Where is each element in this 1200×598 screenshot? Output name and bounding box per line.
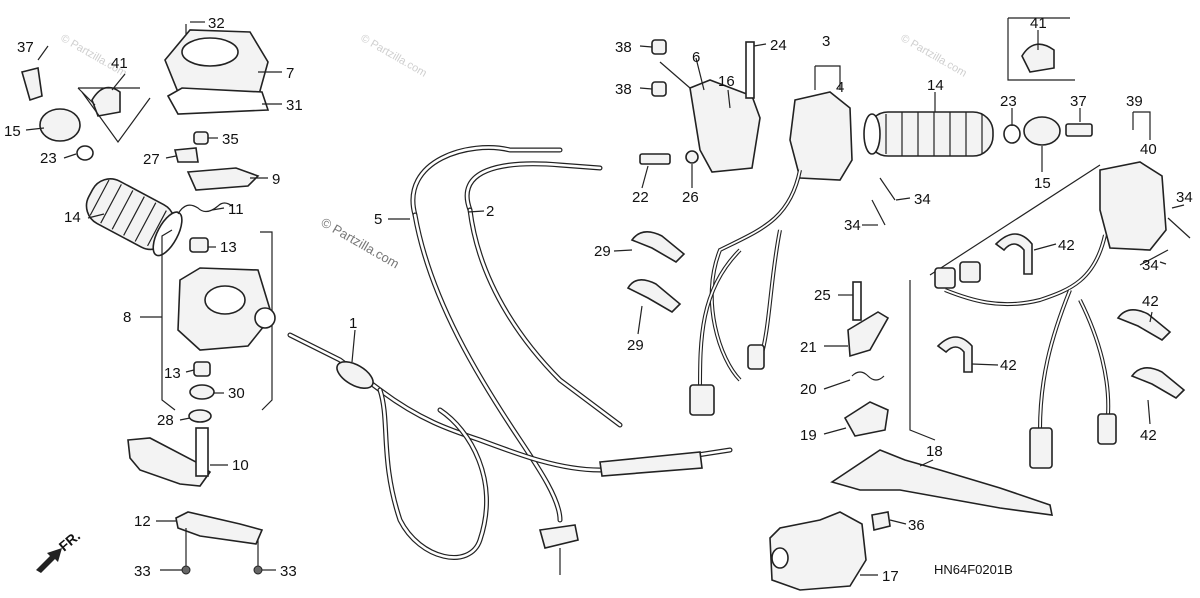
callout-30: 30	[228, 385, 245, 402]
callout-31: 31	[286, 97, 303, 114]
watermark-faint: © Partzilla.com	[359, 32, 429, 79]
switch-assembly-box	[909, 161, 1191, 469]
throttle-lever	[127, 437, 212, 487]
callout-18: 18	[926, 443, 943, 460]
callout-32: 32	[208, 15, 225, 32]
callout-13b: 13	[164, 365, 181, 382]
callout-20: 20	[800, 381, 817, 398]
callout-28: 28	[157, 412, 174, 429]
callout-36: 36	[908, 517, 925, 534]
callout-42d: 42	[1140, 427, 1157, 444]
callout-42c: 42	[1000, 357, 1017, 374]
callout-11: 11	[228, 201, 244, 218]
callout-37: 37	[17, 39, 34, 56]
callout-9: 9	[272, 171, 280, 188]
lever-boot	[769, 511, 867, 591]
callout-42a: 42	[1058, 237, 1075, 254]
callout-25: 25	[814, 287, 831, 304]
callout-13a: 13	[220, 239, 237, 256]
left-grip	[85, 178, 183, 257]
mount-bracket	[175, 511, 264, 545]
callout-5: 5	[374, 211, 382, 228]
callout-1: 1	[349, 315, 357, 332]
front-direction-indicator: FR.	[36, 528, 83, 573]
callout-33b: 33	[280, 563, 297, 580]
callout-16: 16	[718, 73, 735, 90]
callout-39: 39	[1126, 93, 1143, 110]
callout-4: 4	[836, 79, 844, 96]
callout-23: 23	[40, 150, 57, 167]
callout-8: 8	[123, 309, 131, 326]
callout-27: 27	[143, 151, 160, 168]
callout-15: 15	[4, 123, 21, 140]
right-switch-group	[689, 17, 1093, 416]
leader-lines	[25, 21, 1185, 576]
callout-34a: 34	[914, 191, 931, 208]
callout-12: 12	[134, 513, 151, 530]
center-switch-group	[626, 39, 761, 314]
callout-21: 21	[800, 339, 817, 356]
callout-35: 35	[222, 131, 239, 148]
brake-lever	[830, 449, 1054, 516]
callout-23b: 23	[1000, 93, 1017, 110]
callout-22: 22	[632, 189, 649, 206]
cables	[287, 145, 733, 575]
callout-29a: 29	[594, 243, 611, 260]
callout-34c: 34	[1176, 189, 1193, 206]
callout-14b: 14	[927, 77, 944, 94]
callout-37b: 37	[1070, 93, 1087, 110]
callout-34b: 34	[844, 217, 861, 234]
watermark-faint: © Partzilla.com	[899, 32, 969, 79]
callout-7: 7	[286, 65, 294, 82]
diagram-code: HN64F0201B	[934, 562, 1013, 577]
callout-42b: 42	[1142, 293, 1159, 310]
callout-41b: 41	[1030, 15, 1047, 32]
callout-labels: 37 41 15 23 14 32 7 31 35 27 9 11 13 8 1…	[4, 15, 1193, 585]
callout-41: 41	[111, 55, 128, 72]
callout-24: 24	[770, 37, 787, 54]
callout-10: 10	[232, 457, 249, 474]
arrow-down-left-icon	[36, 548, 62, 573]
throttle-arm	[186, 167, 260, 191]
callout-34d: 34	[1142, 257, 1159, 274]
callout-19: 19	[800, 427, 817, 444]
callout-15b: 15	[1034, 175, 1051, 192]
callout-17: 17	[882, 568, 899, 585]
callout-26: 26	[682, 189, 699, 206]
right-grip	[863, 111, 994, 157]
callout-40: 40	[1140, 141, 1157, 158]
callout-14: 14	[64, 209, 81, 226]
brake-lever-group	[769, 281, 1054, 591]
watermark: © Partzilla.com	[319, 215, 402, 272]
callout-3: 3	[822, 33, 830, 50]
callout-6: 6	[692, 49, 700, 66]
callout-38b: 38	[615, 81, 632, 98]
callout-33a: 33	[134, 563, 151, 580]
callout-38a: 38	[615, 39, 632, 56]
throttle-housing-group	[21, 24, 276, 575]
callout-29b: 29	[627, 337, 644, 354]
callout-2: 2	[486, 203, 494, 220]
